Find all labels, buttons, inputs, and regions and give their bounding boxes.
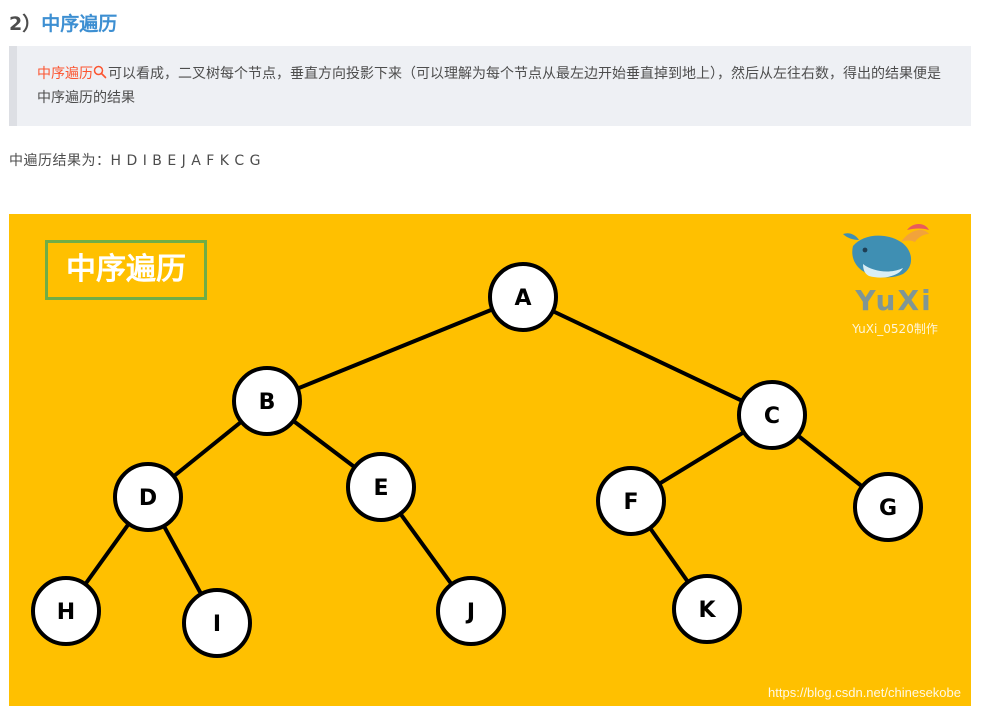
tree-node-K: K [672,574,742,644]
tree-node-D: D [113,462,183,532]
node-label-E: E [373,476,388,501]
node-circle-C [737,380,807,450]
inorder-result: 中遍历结果为：H D I B E J A F K C G [9,153,261,169]
node-circle-E [346,452,416,522]
edge-A-B [266,295,524,403]
tree-node-B: B [232,366,302,436]
node-label-G: G [879,496,897,521]
tree-figure: A B C D E F G H I J K 中序遍历 YuXi YuXi_0520制作 https:… [9,214,971,706]
section-title: 中序遍历 [41,13,118,35]
whale-logo-icon [843,220,933,280]
node-label-B: B [259,390,276,415]
watermark-credit: YuXi_0520制作 [852,322,938,336]
binary-tree: A B C D E F G H I J K [31,262,923,658]
node-label-K: K [698,598,716,623]
node-label-A: A [514,286,531,311]
node-circle-I [182,588,252,658]
section-number: 2） [9,13,42,35]
node-label-D: D [139,486,157,511]
search-icon[interactable] [93,63,107,79]
tree-node-F: F [596,466,666,536]
node-circle-J [436,576,506,646]
node-circle-F [596,466,666,536]
node-circle-B [232,366,302,436]
node-label-J: J [465,600,475,625]
node-circle-K [672,574,742,644]
node-circle-G [853,472,923,542]
node-label-H: H [57,600,75,625]
node-label-C: C [764,404,780,429]
node-label-F: F [623,490,638,515]
inorder-link[interactable]: 中序遍历 [37,66,93,82]
tree-node-E: E [346,452,416,522]
tree-node-G: G [853,472,923,542]
node-circle-H [31,576,101,646]
node-circle-A [488,262,558,332]
watermark-url: https://blog.csdn.net/chinesekobe [768,685,961,700]
tree-node-A: A [488,262,558,332]
section-heading: 2）中序遍历 [9,10,117,38]
tree-node-I: I [182,588,252,658]
edge-A-C [522,295,773,417]
tree-node-J: J [436,576,506,646]
quote-text: 可以看成，二叉树每个节点，垂直方向投影下来（可以理解为每个节点从最左边开始垂直掉… [37,66,941,106]
watermark-brand: YuXi [855,284,933,317]
tree-node-C: C [737,380,807,450]
node-label-I: I [213,612,221,637]
figure-title: 中序遍历 [45,240,207,300]
blockquote: 中序遍历可以看成，二叉树每个节点，垂直方向投影下来（可以理解为每个节点从最左边开… [9,46,971,126]
node-circle-D [113,462,183,532]
tree-node-H: H [31,576,101,646]
